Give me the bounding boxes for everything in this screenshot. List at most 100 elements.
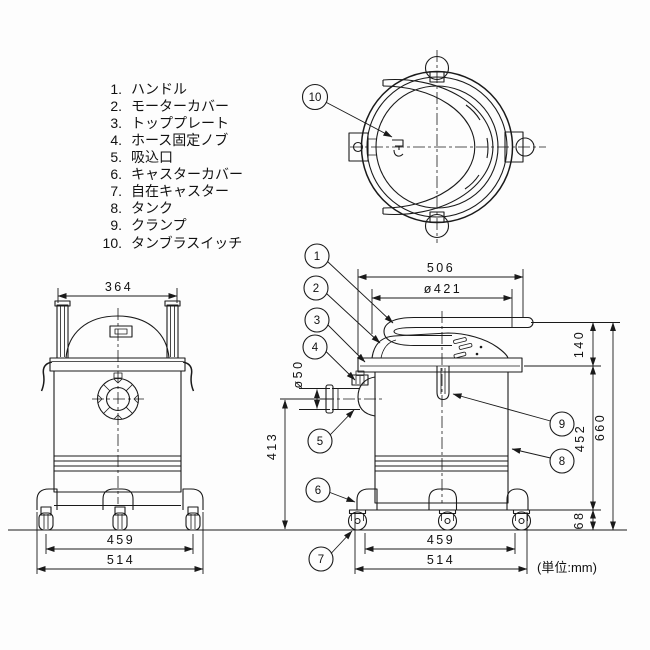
callout-number: 1 xyxy=(314,251,320,263)
side-view: 506 ø421 ø50 413 140 452 68 660 459 514 xyxy=(265,261,620,574)
part-num: 8. xyxy=(110,200,122,216)
callout-number: 2 xyxy=(313,283,319,295)
part-num: 2. xyxy=(110,98,122,114)
ext-lines-right xyxy=(524,322,620,511)
side-dimensions: 506 ø421 ø50 413 140 452 68 660 459 514 xyxy=(265,261,620,574)
hinge-knob-top xyxy=(424,55,450,81)
inlet-tab xyxy=(113,372,123,379)
part-num: 10. xyxy=(103,235,122,251)
front-view: 364 459 514 xyxy=(36,280,204,574)
swivel-caster xyxy=(347,509,368,531)
caster-cover-left xyxy=(36,488,58,510)
part-label: タンブラスイッチ xyxy=(131,235,242,251)
hose-knob-knurl xyxy=(355,376,365,384)
dim-50: ø50 xyxy=(291,359,305,388)
top-plate xyxy=(49,357,186,372)
top-view xyxy=(348,50,546,243)
callout-number: 7 xyxy=(318,554,324,566)
part-label: タンク xyxy=(131,200,173,216)
vent-dot xyxy=(475,352,479,356)
dim-140: 140 xyxy=(572,330,586,358)
handle-inner xyxy=(382,85,476,209)
inlet-cylinder xyxy=(332,387,360,411)
part-label: ハンドル xyxy=(131,81,187,97)
dim-459: 459 xyxy=(427,533,455,547)
caster-cover-left xyxy=(356,488,378,510)
dim-452: 452 xyxy=(573,424,587,452)
vent-dot xyxy=(479,345,483,349)
inlet-boss xyxy=(357,376,376,417)
handle-loop-inner xyxy=(393,326,528,337)
callout-number: 5 xyxy=(317,436,323,448)
handle-post-right-lines xyxy=(170,306,175,357)
dim-514: 514 xyxy=(107,553,135,567)
handle-grip-front xyxy=(109,325,133,338)
front-dimensions: 364 459 514 xyxy=(36,280,204,574)
handle-post-left-lines xyxy=(60,306,65,357)
handle-outer xyxy=(382,79,494,215)
callout-number: 8 xyxy=(559,456,565,468)
top-plate-side xyxy=(357,357,523,373)
callout-7: 7 xyxy=(308,530,353,572)
hose-knob-cap xyxy=(355,370,365,376)
clamp-right xyxy=(182,361,195,392)
callout-8: 8 xyxy=(511,448,575,474)
ext-lines xyxy=(36,512,204,574)
tumbler-switch xyxy=(392,139,404,147)
inlet-spokes xyxy=(103,384,133,414)
dim-506: 506 xyxy=(427,261,455,275)
hinge-clip-top xyxy=(429,71,445,83)
callout-number: 9 xyxy=(559,419,565,431)
dim-364: 364 xyxy=(105,280,133,294)
dim-68: 68 xyxy=(572,511,586,530)
hinge-knob-bottom xyxy=(424,213,450,239)
callout-5: 5 xyxy=(307,409,355,454)
clamp-side xyxy=(436,366,450,401)
caster-cover-center xyxy=(102,488,134,510)
clamp-left xyxy=(40,361,53,392)
motor-cover-inner-edge xyxy=(380,339,397,359)
motor-cover-dome xyxy=(65,315,170,359)
callout-balloons: 1 2 3 4 5 6 7 8 xyxy=(301,83,575,572)
callout-6: 6 xyxy=(305,477,356,503)
part-num: 1. xyxy=(110,81,122,97)
latch-tab-right xyxy=(504,131,524,163)
caster xyxy=(38,506,54,531)
caster-cover-right xyxy=(182,488,204,510)
vent-slot xyxy=(465,104,481,121)
part-label: クランプ xyxy=(131,217,187,233)
vent-slot xyxy=(464,174,480,190)
dim-421: ø421 xyxy=(424,282,463,296)
callout-1: 1 xyxy=(304,243,394,324)
part-label: モーターカバー xyxy=(131,98,229,114)
part-label: キャスターカバー xyxy=(131,166,243,182)
bolt-icon xyxy=(352,141,364,153)
callout-number: 6 xyxy=(315,485,321,497)
callout-9: 9 xyxy=(452,393,575,437)
part-label: ホース固定ノブ xyxy=(131,132,228,148)
tumbler-switch-hook xyxy=(393,146,404,157)
dim-660: 660 xyxy=(593,413,607,441)
suction-inlet-inner xyxy=(105,386,131,412)
tank-side xyxy=(374,371,509,504)
callout-number: 4 xyxy=(312,342,319,354)
caster-cover-right xyxy=(506,488,529,510)
dim-413: 413 xyxy=(265,432,279,460)
parts-list: 1. ハンドル 2. モーターカバー 3. トッププレート 4. ホース固定ノブ… xyxy=(103,81,243,251)
part-label: トッププレート xyxy=(131,115,229,131)
callout-10: 10 xyxy=(301,83,393,138)
part-label: 吸込口 xyxy=(131,149,173,165)
tank-front xyxy=(53,370,182,493)
part-num: 6. xyxy=(110,166,122,182)
suction-inlet-outer xyxy=(96,377,140,421)
vent-slots xyxy=(453,337,473,359)
swivel-caster xyxy=(511,509,532,531)
callout-3: 3 xyxy=(304,307,366,363)
callout-number: 10 xyxy=(309,92,322,104)
vent-slot xyxy=(486,137,489,159)
mount-tab-left xyxy=(348,132,369,162)
handle-loop-outer xyxy=(383,316,528,347)
tank-rim-inner xyxy=(366,76,508,218)
